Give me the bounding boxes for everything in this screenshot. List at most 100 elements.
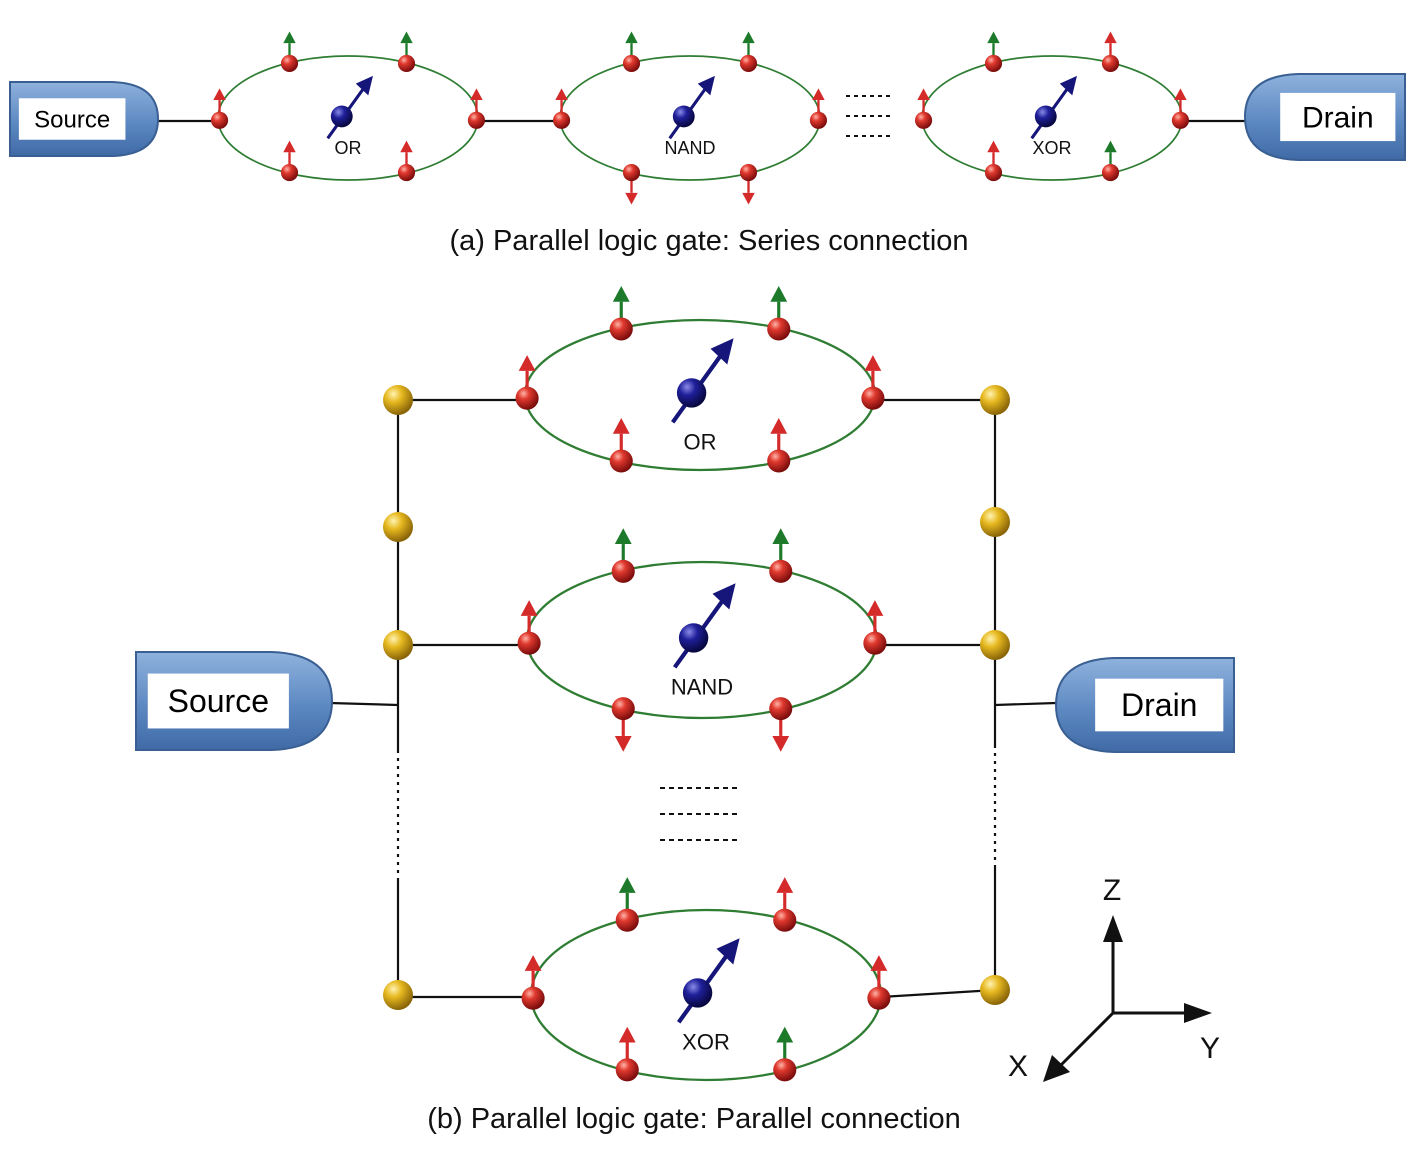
gate-a-xor-atom-top-left	[984, 54, 1003, 73]
y-axis-label: Y	[1200, 1032, 1220, 1065]
electrode-label: Drain	[1302, 102, 1374, 135]
gate-a-or-atom-top-right	[397, 54, 416, 73]
wire-layer	[158, 95, 1245, 999]
electrode-label-box	[1095, 678, 1224, 732]
electrode-label-box	[1280, 92, 1396, 142]
gate-a-or-atom-left	[210, 111, 229, 129]
gate-b-nand-atom-top-right	[769, 559, 793, 583]
x-axis-line	[1056, 1011, 1115, 1070]
gate-b-nand-impurity-spin	[672, 583, 736, 669]
caption-a: (a) Parallel logic gate: Series connecti…	[449, 225, 968, 257]
impurity-arrow-head	[712, 583, 736, 610]
spin-arrow-head	[400, 140, 413, 153]
spin-arrow-head	[987, 31, 1000, 44]
z-axis-head	[1103, 915, 1123, 942]
lead-atom	[383, 980, 413, 1010]
spin-arrow-head	[1104, 31, 1117, 44]
y-axis-head	[1184, 1003, 1212, 1023]
lead-atom	[383, 512, 413, 542]
gate-a-xor-atom-left	[914, 111, 933, 129]
gate-a-xor-atom-top-right	[1101, 54, 1120, 73]
gate-b-nand-label: NAND	[671, 675, 733, 700]
lead-atom	[980, 630, 1010, 660]
gate-a-nand-atom-left	[552, 111, 571, 129]
spin-arrow-head	[772, 735, 790, 752]
impurity-arrow-head	[355, 75, 373, 96]
gate-b-xor-atom-right	[867, 986, 891, 1010]
spin-arrow-head	[213, 88, 226, 101]
spin-arrow-head	[612, 285, 630, 302]
spin-arrow-head	[625, 31, 638, 44]
electrode-label: Source	[34, 106, 110, 133]
gate-b-or-atom-top-left	[609, 317, 633, 341]
gate-a-or-atom-top-left	[280, 54, 299, 73]
gate-b-or-atom-right	[861, 386, 885, 410]
spin-arrow-head	[625, 192, 638, 205]
lead-atom	[980, 507, 1010, 537]
gate-b-xor-atom-bottom-left	[615, 1058, 639, 1082]
impurity-arrow-head	[697, 75, 715, 96]
spin-arrow-head	[776, 1026, 794, 1043]
gate-a-or-atom-right	[467, 111, 486, 129]
spin-arrow-head	[524, 955, 542, 971]
gate-b-nand-atom-bottom-right	[769, 697, 793, 721]
gate-b-xor-impurity-atom	[682, 978, 713, 1008]
spin-arrow-head	[618, 1026, 636, 1043]
wire-xor-to-right-b	[880, 988, 996, 999]
spin-arrow-head	[742, 31, 755, 44]
gate-a-xor-impurity-spin	[1030, 75, 1077, 140]
spin-arrow-head	[283, 140, 296, 153]
drain-electrode-b: Drain	[1054, 657, 1235, 753]
gate-a-nand-atom-top-left	[622, 54, 641, 73]
gate-a-nand-atom-bottom-left	[622, 163, 641, 182]
spin-arrow-head	[812, 88, 825, 101]
spin-arrow-head	[987, 140, 1000, 153]
spin-arrow-head	[870, 955, 888, 971]
spin-arrow-head	[864, 355, 882, 371]
gate-b-or-atom-bottom-right	[767, 449, 791, 473]
caption-b: (b) Parallel logic gate: Parallel connec…	[427, 1103, 961, 1135]
gate-a-or-atom-bottom-right	[397, 163, 416, 182]
lead-atom	[980, 975, 1010, 1005]
gate-a-xor-atom-bottom-left	[984, 163, 1003, 182]
gate-b-xor-impurity-spin	[676, 938, 740, 1024]
gate-a-nand-atom-right	[809, 111, 828, 129]
spin-arrow-head	[917, 88, 930, 101]
spin-arrow-head	[618, 877, 636, 893]
wire-source-to-bus-b	[329, 701, 399, 707]
x-axis-head	[1043, 1055, 1070, 1082]
lead-atom	[383, 385, 413, 415]
ring-layer	[217, 55, 1183, 1082]
gate-b-xor-atom-bottom-right	[773, 1058, 797, 1082]
gate-a-nand-impurity-atom	[672, 105, 695, 128]
gate-b-nand-atom-right	[863, 631, 887, 655]
gate-b-xor-atom-left	[521, 986, 545, 1010]
spin-arrow-head	[770, 285, 788, 302]
impurity-arrow-head	[716, 938, 740, 965]
drain-electrode-a: Drain	[1243, 73, 1406, 161]
gate-b-or-atom-left	[515, 386, 539, 410]
lead-atom	[383, 630, 413, 660]
spin-arrow-layer	[213, 31, 1212, 1082]
source-electrode-b: Source	[135, 651, 334, 751]
electrode-label-box	[18, 98, 126, 140]
spin-arrow-head	[518, 355, 536, 371]
gate-a-xor-impurity-atom	[1034, 105, 1057, 128]
gate-a-xor-label: XOR	[1032, 138, 1071, 158]
spin-arrow-head	[614, 735, 632, 752]
gate-a-nand-label: NAND	[664, 138, 715, 158]
gate-a-or-atom-bottom-left	[280, 163, 299, 182]
label-layer: OR NAND XOR (a) Parallel logic gate: Series…	[335, 138, 1221, 1135]
spin-arrow-head	[866, 600, 884, 616]
gate-b-or-atom-bottom-left	[609, 449, 633, 473]
gate-a-nand-impurity-spin	[668, 75, 715, 140]
spin-arrow-head	[776, 877, 794, 893]
wire-bus-to-drain-b	[994, 701, 1057, 707]
spin-arrow-head	[772, 528, 790, 545]
spin-arrow-head	[555, 88, 568, 101]
x-axis-label: X	[1008, 1050, 1028, 1083]
gate-b-or-label: OR	[684, 430, 717, 455]
gate-b-nand-atom-top-left	[611, 559, 635, 583]
spin-arrow-head	[612, 417, 630, 434]
